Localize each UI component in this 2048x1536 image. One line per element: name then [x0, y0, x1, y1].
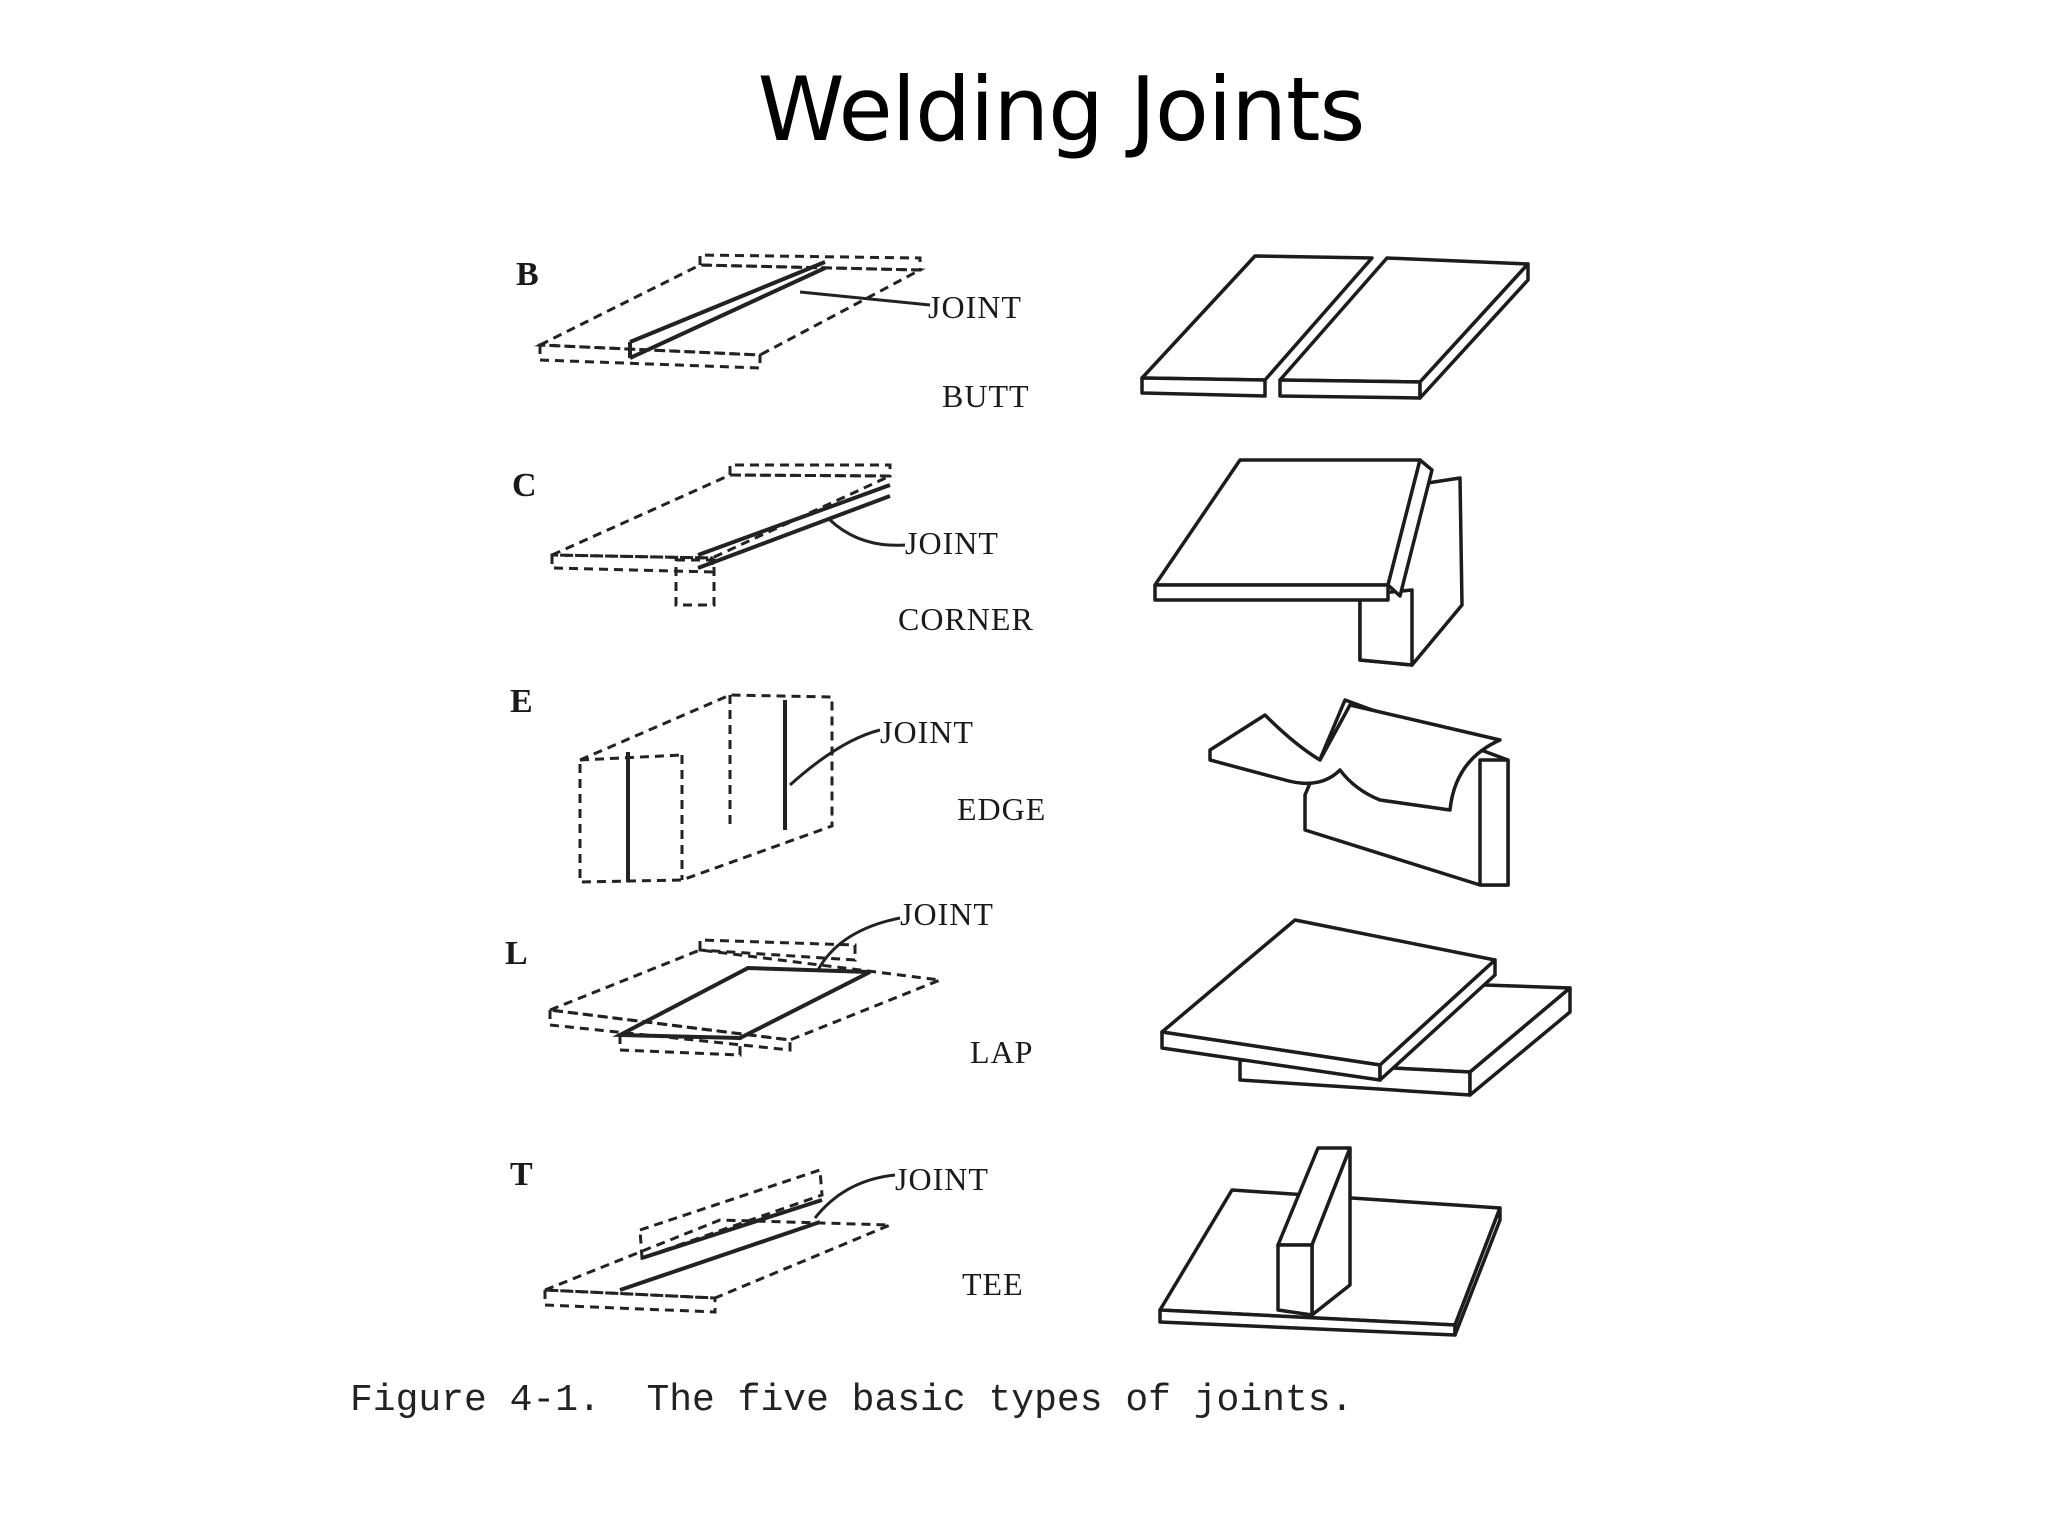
corner-joint-row: C JOINT CORNER	[512, 458, 1464, 667]
edge-letter: E	[510, 683, 533, 720]
lap-leader-line	[816, 916, 901, 971]
lap-joint-sketch	[548, 938, 941, 1057]
corner-joint-label: JOINT	[905, 525, 999, 561]
tee-joint-label: JOINT	[895, 1161, 989, 1197]
lap-joint-label: JOINT	[900, 896, 994, 932]
butt-joint-label: JOINT	[928, 289, 1022, 325]
edge-joint-label: JOINT	[880, 714, 974, 750]
corner-joint-sketch	[550, 463, 892, 607]
tee-joint-render	[1158, 1146, 1502, 1337]
slide-title: Welding Joints	[757, 58, 1366, 161]
butt-joint-sketch	[534, 253, 926, 370]
edge-leader-line	[788, 728, 881, 787]
lap-letter: L	[505, 935, 528, 972]
tee-joint-row: T JOINT TEE	[510, 1146, 1502, 1337]
tee-type-label: TEE	[962, 1266, 1024, 1302]
butt-joint-render	[1140, 254, 1530, 400]
corner-letter: C	[512, 467, 537, 504]
butt-type-label: BUTT	[942, 378, 1030, 414]
edge-joint-sketch	[578, 693, 834, 884]
tee-leader-line	[813, 1173, 896, 1219]
tee-joint-sketch	[543, 1167, 891, 1314]
tee-letter: T	[510, 1156, 533, 1193]
edge-joint-row: E JOINT EDGE	[510, 683, 1510, 887]
butt-leader-line	[799, 290, 931, 307]
edge-type-label: EDGE	[957, 791, 1046, 827]
butt-letter: B	[516, 256, 539, 293]
lap-joint-row: L JOINT LAP	[505, 896, 1572, 1097]
corner-leader-line	[828, 518, 906, 547]
figure-caption: Figure 4-1. The five basic types of join…	[350, 1379, 1353, 1422]
corner-joint-render	[1153, 458, 1464, 667]
lap-joint-render	[1160, 918, 1572, 1097]
corner-type-label: CORNER	[898, 601, 1034, 637]
edge-joint-render	[1208, 698, 1510, 887]
lap-type-label: LAP	[970, 1034, 1033, 1070]
butt-joint-row: B JOINT BUTT	[516, 253, 1530, 414]
